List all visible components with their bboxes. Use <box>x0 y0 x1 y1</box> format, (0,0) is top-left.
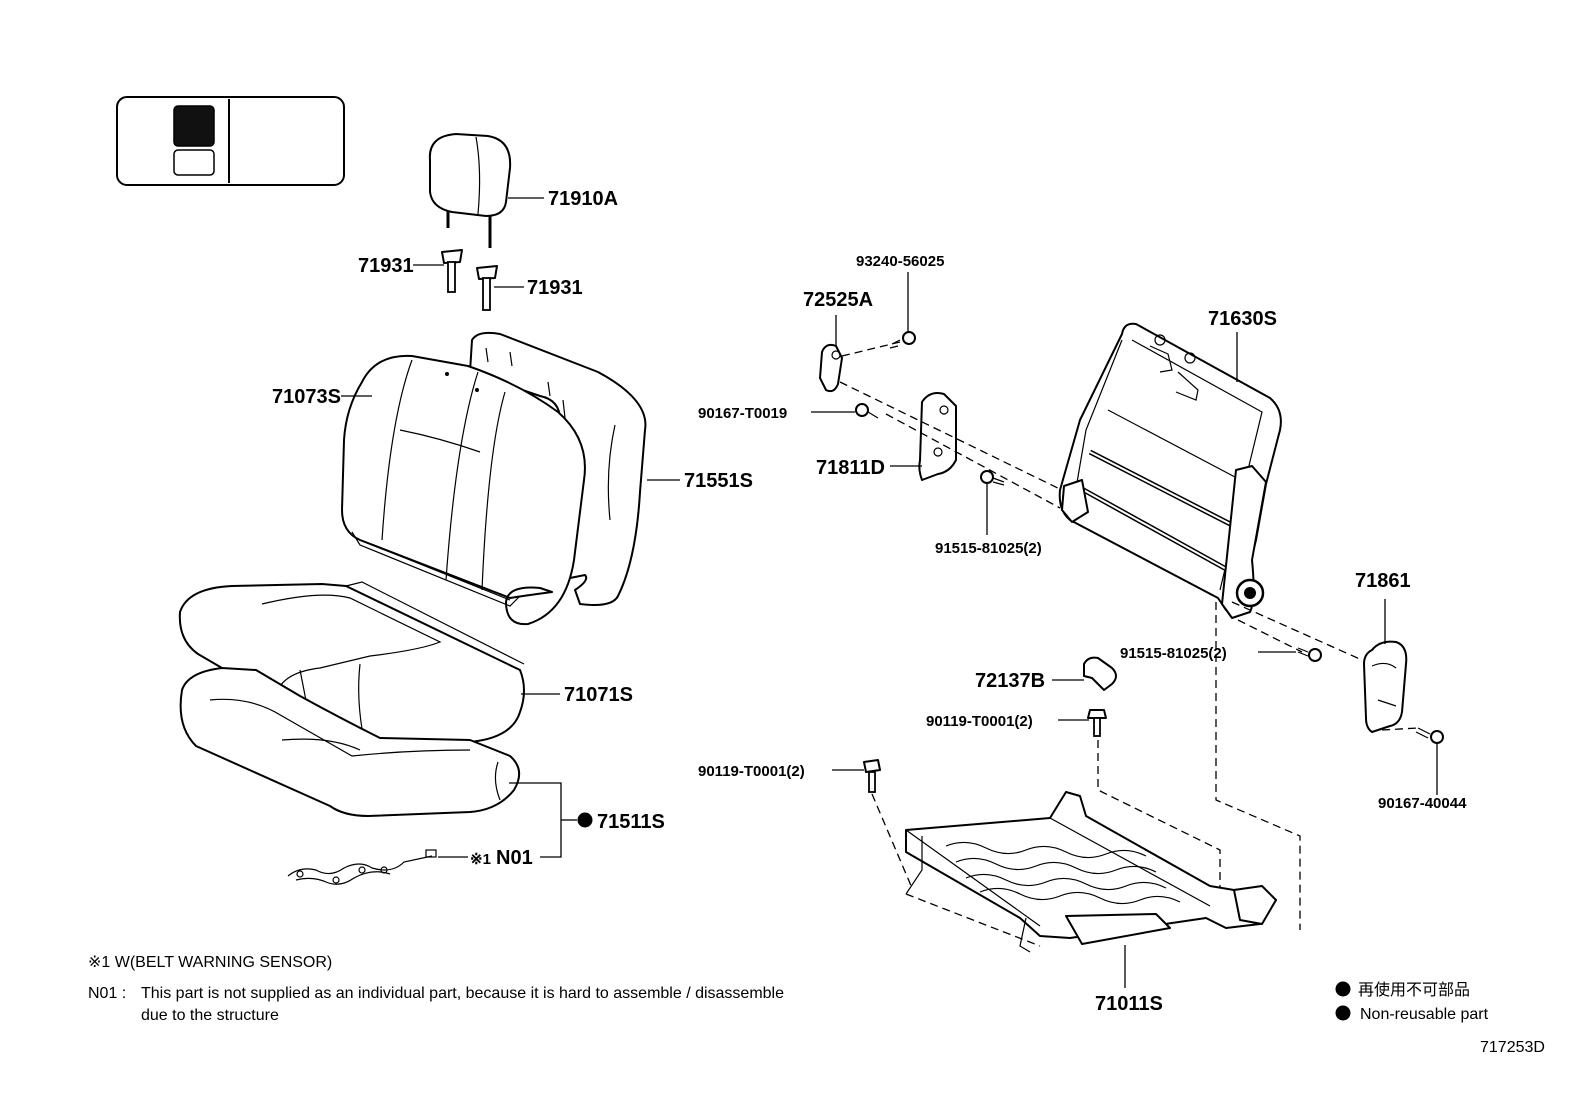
bolt-upper-illustration <box>980 470 1005 486</box>
label-screw-side: 90167-40044 <box>1378 795 1467 812</box>
screw-cover-illustration <box>855 403 879 419</box>
selected-seat-mark <box>173 105 215 147</box>
screw-top-illustration <box>889 331 916 349</box>
label-hinge-bracket: 71811D <box>816 457 885 479</box>
legend-label-en: Non-reusable part <box>1360 1006 1489 1023</box>
striker-cover-illustration <box>1083 656 1117 691</box>
legend-mark-jp <box>1335 981 1351 997</box>
hinge-cover-illustration <box>819 343 843 393</box>
label-seat-cushion-frame: 71011S <box>1095 993 1163 1015</box>
label-screw-cover: 90167-T0019 <box>698 405 787 422</box>
note-n01-code: N01 : <box>88 985 126 1002</box>
seat-cushion-frame-illustration <box>905 791 1277 953</box>
legend: 再使用不可部品 Non-reusable part <box>1335 981 1489 1023</box>
label-bolt-lower: 91515-81025(2) <box>1120 645 1227 662</box>
label-headrest-support-right: 71931 <box>527 277 583 299</box>
label-sensor-harness: N01 <box>496 847 533 869</box>
seat-cushion-assembly-illustration <box>179 667 521 817</box>
note-n01-line1: This part is not supplied as an individu… <box>141 985 784 1002</box>
note-belt-warning-sensor: ※1 W(BELT WARNING SENSOR) <box>88 954 332 971</box>
label-seat-back-frame: 71630S <box>1208 308 1277 330</box>
hinge-bracket-illustration <box>918 392 957 481</box>
label-seat-cushion-assembly: 71511S <box>597 811 665 833</box>
diagram-id: 717253D <box>1480 1039 1545 1056</box>
label-striker-cover: 72137B <box>975 670 1045 692</box>
label-bolt-cushion-right: 90119-T0001(2) <box>926 713 1033 730</box>
bolt-lower-illustration <box>1297 647 1322 662</box>
legend-label-jp: 再使用不可部品 <box>1358 981 1470 999</box>
label-bolt-upper: 91515-81025(2) <box>935 540 1042 557</box>
seat-back-cover-illustration <box>341 354 586 626</box>
label-headrest: 71910A <box>548 188 618 210</box>
label-screw-top: 93240-56025 <box>856 253 944 270</box>
label-bolt-cushion-left: 90119-T0001(2) <box>698 763 805 780</box>
label-seat-back-cover: 71073S <box>272 386 341 408</box>
label-sensor-mark: ※1 <box>470 851 491 868</box>
headrest-support-illustration <box>441 249 498 311</box>
bolt-cushion-left-illustration <box>863 759 881 793</box>
label-hinge-cover: 72525A <box>803 289 873 311</box>
label-seat-cushion-cover: 71071S <box>564 684 633 706</box>
seat-position-indicator <box>116 96 345 186</box>
label-seat-back-pad: 71551S <box>684 470 753 492</box>
side-cover-illustration <box>1363 640 1408 733</box>
sensor-harness-illustration <box>287 849 437 885</box>
headrest-illustration <box>428 133 512 248</box>
label-side-cover: 71861 <box>1355 570 1411 592</box>
legend-mark-en <box>1335 1005 1351 1021</box>
label-headrest-support-left: 71931 <box>358 255 414 277</box>
seat-cushion-cover-illustration <box>178 581 525 743</box>
non-reusable-mark <box>577 812 593 828</box>
screw-side-illustration <box>1415 727 1444 744</box>
bolt-cushion-right-illustration <box>1087 709 1107 737</box>
seat-back-frame-illustration <box>1058 322 1282 619</box>
note-n01-line2: due to the structure <box>141 1007 279 1024</box>
